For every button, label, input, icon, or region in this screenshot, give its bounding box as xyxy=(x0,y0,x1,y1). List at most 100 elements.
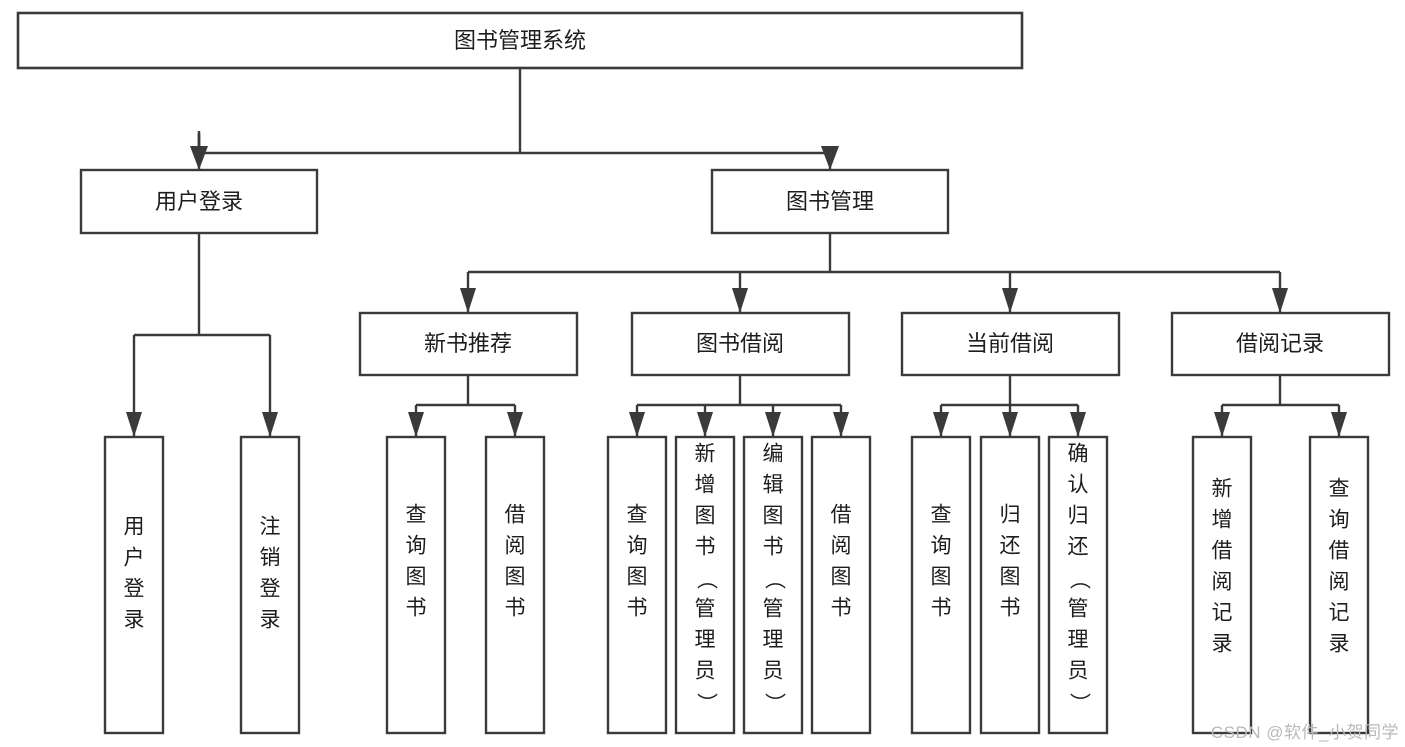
vertical-char: 管 xyxy=(695,598,716,621)
vertical-char: 还 xyxy=(1000,535,1021,558)
leaf-logout[interactable] xyxy=(239,435,301,735)
vertical-char: 查 xyxy=(931,504,952,527)
leaf-cb-confirm-return-rect[interactable] xyxy=(1047,435,1109,735)
vertical-char: 阅 xyxy=(1212,571,1233,594)
leaf-bb-borrow-book-rect[interactable] xyxy=(810,435,872,735)
arrowhead-nb-leaf-2 xyxy=(507,412,523,437)
vertical-char: 理 xyxy=(763,629,784,652)
vertical-char: 归 xyxy=(1000,504,1021,527)
vertical-char: 图 xyxy=(831,566,852,589)
vertical-char: ） xyxy=(1067,693,1090,714)
vertical-char: 辑 xyxy=(763,474,784,497)
leaf-nb-borrow-book-rect[interactable] xyxy=(484,435,546,735)
leaf-nb-borrow-book[interactable] xyxy=(484,435,546,735)
node-new-book-recommend[interactable]: 新书推荐 xyxy=(358,311,579,377)
vertical-char: 录 xyxy=(260,609,281,632)
vertical-char: 书 xyxy=(831,597,852,620)
leaf-br-query-record[interactable] xyxy=(1308,435,1370,735)
vertical-char: 增 xyxy=(695,474,716,497)
vertical-char: 图 xyxy=(627,566,648,589)
vertical-char: 阅 xyxy=(505,535,526,558)
vertical-char: 注 xyxy=(260,516,281,539)
leaf-nb-query-book[interactable] xyxy=(385,435,447,735)
vertical-char: （ xyxy=(1067,569,1090,590)
vertical-char: （ xyxy=(762,569,785,590)
vertical-char: （ xyxy=(694,569,717,590)
vertical-char: 借 xyxy=(831,504,852,527)
leaf-bb-add-book-rect[interactable] xyxy=(674,435,736,735)
vertical-char: 图 xyxy=(763,505,784,528)
leaf-bb-edit-book[interactable] xyxy=(742,435,804,735)
node-new-book-recommend-label: 新书推荐 xyxy=(424,331,512,356)
leaf-bb-query-book[interactable] xyxy=(606,435,668,735)
vertical-char: 归 xyxy=(1068,505,1089,528)
arrowhead-bb-leaf-1 xyxy=(629,412,645,437)
vertical-char: 新 xyxy=(695,443,716,466)
arrowhead-bb-leaf-4 xyxy=(833,412,849,437)
vertical-char: 借 xyxy=(1212,540,1233,563)
node-book-manage[interactable]: 图书管理 xyxy=(710,168,950,235)
vertical-char: 询 xyxy=(627,535,648,558)
leaf-cb-query-book-rect[interactable] xyxy=(910,435,972,735)
vertical-char: 借 xyxy=(1329,540,1350,563)
node-book-borrow-label: 图书借阅 xyxy=(696,331,784,356)
node-book-borrow[interactable]: 图书借阅 xyxy=(630,311,851,377)
leaf-bb-edit-book-rect[interactable] xyxy=(742,435,804,735)
node-book-manage-rect[interactable] xyxy=(710,168,950,235)
node-root-rect[interactable] xyxy=(16,11,1024,70)
leaf-bb-add-book[interactable] xyxy=(674,435,736,735)
leaf-user-login[interactable] xyxy=(103,435,165,735)
node-root-label: 图书管理系统 xyxy=(454,28,586,53)
leaf-nb-query-book-rect[interactable] xyxy=(385,435,447,735)
arrowhead-bb-leaf-2 xyxy=(697,412,713,437)
arrowhead-book-borrow xyxy=(732,288,748,313)
vertical-char: 书 xyxy=(763,536,784,559)
node-root[interactable]: 图书管理系统 xyxy=(16,11,1024,70)
leaf-bb-borrow-book[interactable] xyxy=(810,435,872,735)
node-current-borrow[interactable]: 当前借阅 xyxy=(900,311,1121,377)
leaf-logout-rect[interactable] xyxy=(239,435,301,735)
node-current-borrow-rect[interactable] xyxy=(900,311,1121,377)
leaf-cb-confirm-return[interactable] xyxy=(1047,435,1109,735)
leaf-br-add-record-rect[interactable] xyxy=(1191,435,1253,735)
leaf-cb-return-book[interactable] xyxy=(979,435,1041,735)
arrowhead-user-login xyxy=(190,146,208,170)
vlabel-user-login: 用户登录 xyxy=(124,516,145,632)
node-user-login-label: 用户登录 xyxy=(155,189,243,214)
node-user-login[interactable]: 用户登录 xyxy=(79,168,319,235)
vertical-char: 书 xyxy=(931,597,952,620)
arrowhead-br-leaf-1 xyxy=(1214,412,1230,437)
vertical-char: ） xyxy=(762,693,785,714)
node-borrow-record-rect[interactable] xyxy=(1170,311,1391,377)
vertical-char: 阅 xyxy=(1329,571,1350,594)
node-new-book-recommend-rect[interactable] xyxy=(358,311,579,377)
vertical-char: 查 xyxy=(627,504,648,527)
node-book-borrow-rect[interactable] xyxy=(630,311,851,377)
vertical-char: 增 xyxy=(1212,509,1233,532)
vertical-char: 录 xyxy=(1212,633,1233,656)
leaf-bb-query-book-rect[interactable] xyxy=(606,435,668,735)
leaf-br-add-record[interactable] xyxy=(1191,435,1253,735)
arrowhead-cb-leaf-2 xyxy=(1002,412,1018,437)
vertical-char: 书 xyxy=(695,536,716,559)
vertical-char: 新 xyxy=(1212,478,1233,501)
node-user-login-rect[interactable] xyxy=(79,168,319,235)
vertical-char: 图 xyxy=(505,566,526,589)
leaf-br-query-record-rect[interactable] xyxy=(1308,435,1370,735)
arrowhead-leaf-user-login xyxy=(126,412,142,437)
leaf-cb-query-book[interactable] xyxy=(910,435,972,735)
leaf-cb-return-book-rect[interactable] xyxy=(979,435,1041,735)
arrowhead-bb-leaf-3 xyxy=(765,412,781,437)
node-borrow-record[interactable]: 借阅记录 xyxy=(1170,311,1391,377)
leaf-user-login-rect[interactable] xyxy=(103,435,165,735)
